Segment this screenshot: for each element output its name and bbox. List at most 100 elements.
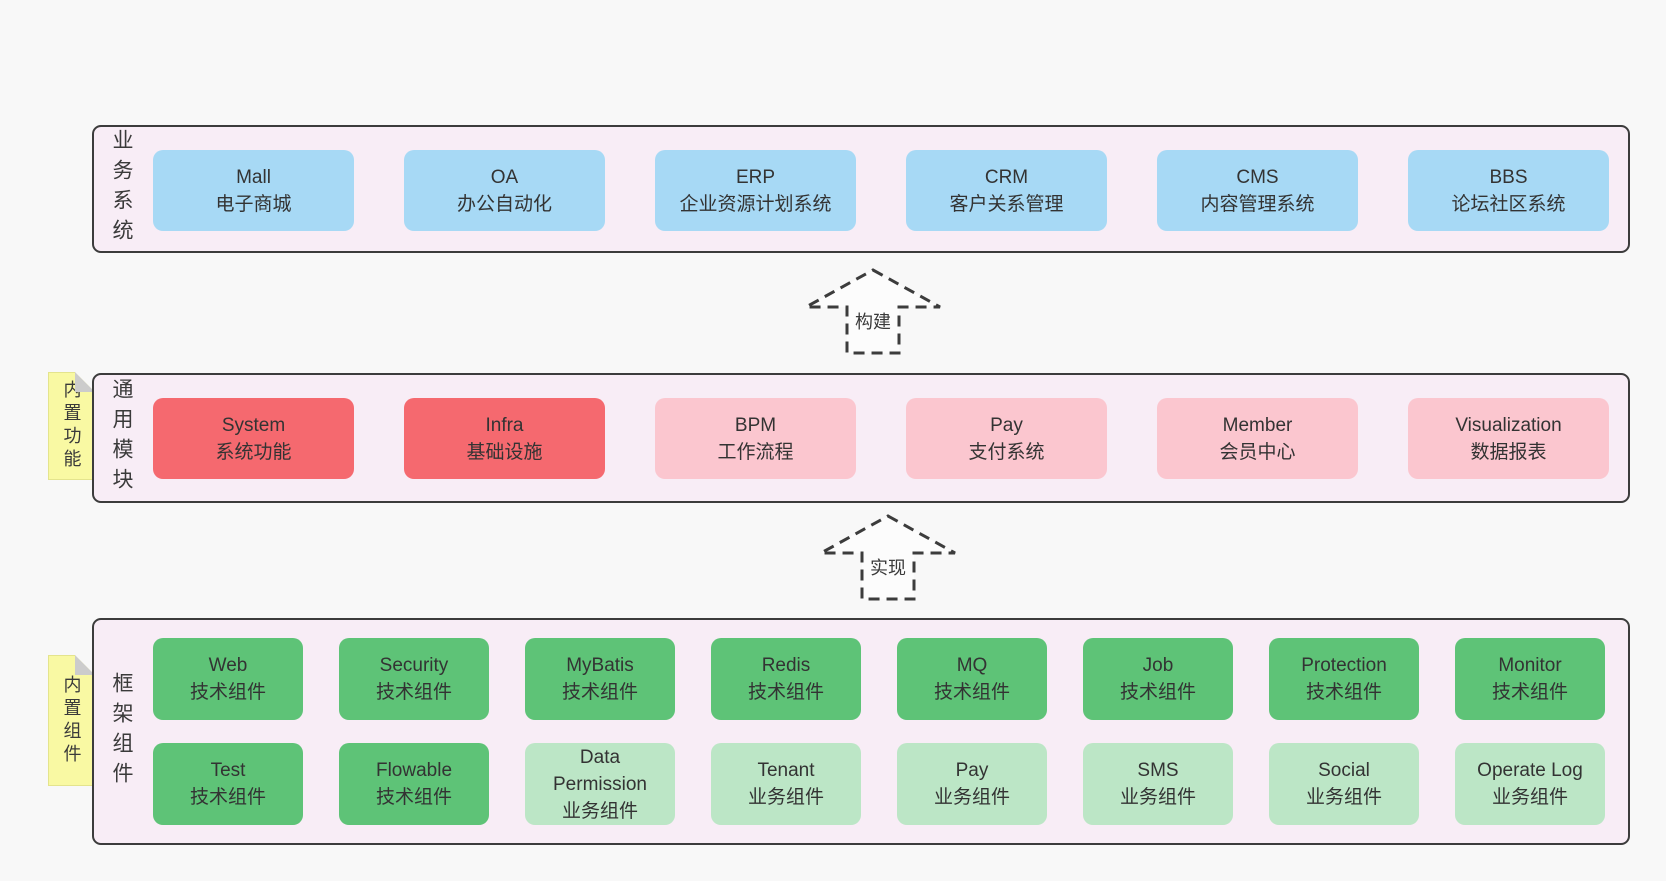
box-pay-system: Pay 支付系统: [906, 398, 1107, 479]
box-title: MyBatis: [566, 655, 634, 676]
box-title: Protection: [1301, 655, 1387, 676]
note-fold-cut: [75, 372, 95, 392]
box-data-permission: Data Permission 业务组件: [525, 743, 675, 825]
box-title: BPM: [734, 414, 777, 436]
box-member: Member 会员中心: [1157, 398, 1358, 479]
box-visualization: Visualization 数据报表: [1408, 398, 1609, 479]
box-subtitle: 办公自动化: [456, 193, 552, 215]
box-subtitle: 技术组件: [1305, 682, 1382, 703]
box-subtitle: 会员中心: [1219, 441, 1296, 463]
box-title: CRM: [984, 166, 1029, 188]
box-pay-biz: Pay 业务组件: [897, 743, 1047, 825]
modules-boxes-row: System 系统功能 Infra 基础设施 BPM 工作流程 Pay 支付系统…: [153, 398, 1609, 479]
box-subtitle: 业务组件: [561, 800, 638, 822]
box-subtitle: 企业资源计划系统: [679, 193, 832, 215]
note-label: 内置组件: [61, 674, 82, 767]
box-subtitle: 技术组件: [1491, 682, 1568, 703]
box-cms: CMS 内容管理系统: [1157, 150, 1358, 231]
box-title: Security: [379, 655, 449, 676]
box-subtitle: 技术组件: [189, 787, 266, 808]
box-subtitle: 技术组件: [561, 682, 638, 703]
box-title: Tenant: [757, 760, 815, 781]
sticky-note-builtin-components: 内置组件: [48, 655, 95, 786]
note-fold-cut: [75, 655, 95, 675]
box-title: System: [221, 414, 286, 436]
box-erp: ERP 企业资源计划系统: [655, 150, 856, 231]
box-subtitle: 基础设施: [466, 441, 543, 463]
box-subtitle: 技术组件: [375, 682, 452, 703]
panel-label: 通用模块: [110, 378, 133, 498]
sticky-note-builtin-features: 内置功能: [48, 372, 95, 480]
box-social: Social 业务组件: [1269, 743, 1419, 825]
box-flowable: Flowable 技术组件: [339, 743, 489, 825]
box-subtitle: 数据报表: [1470, 441, 1547, 463]
box-mq: MQ 技术组件: [897, 638, 1047, 720]
box-title: ERP: [735, 166, 776, 188]
box-subtitle: 技术组件: [933, 682, 1010, 703]
box-subtitle: 论坛社区系统: [1451, 193, 1566, 215]
box-subtitle: 技术组件: [1119, 682, 1196, 703]
box-title: Flowable: [375, 760, 453, 781]
box-subtitle: 业务组件: [747, 787, 824, 808]
box-sms: SMS 业务组件: [1083, 743, 1233, 825]
biz-components-row: Test 技术组件 Flowable 技术组件 Data Permission …: [153, 743, 1605, 825]
box-title: Web: [208, 655, 248, 676]
box-title: Infra: [485, 414, 524, 436]
box-job: Job 技术组件: [1083, 638, 1233, 720]
box-security: Security 技术组件: [339, 638, 489, 720]
panel-business-systems: 业务系统 Mall 电子商城 OA 办公自动化 ERP 企业资源计划系统 CRM…: [92, 125, 1630, 253]
panel-framework-components: 框架组件 Web 技术组件 Security 技术组件 MyBatis 技术组件…: [92, 618, 1630, 845]
box-subtitle: 系统功能: [215, 441, 292, 463]
box-redis: Redis 技术组件: [711, 638, 861, 720]
box-title: Pay: [990, 414, 1023, 436]
box-subtitle: 电子商城: [215, 193, 292, 215]
arrow-label: 实现: [870, 558, 906, 578]
box-subtitle: 支付系统: [968, 441, 1045, 463]
box-tenant: Tenant 业务组件: [711, 743, 861, 825]
box-title: Mall: [236, 166, 271, 188]
arrow-label: 构建: [855, 312, 891, 332]
box-title: Job: [1142, 655, 1174, 676]
box-subtitle: 内容管理系统: [1200, 193, 1315, 215]
box-protection: Protection 技术组件: [1269, 638, 1419, 720]
dashed-up-arrow-icon: 构建: [805, 268, 941, 355]
business-boxes-row: Mall 电子商城 OA 办公自动化 ERP 企业资源计划系统 CRM 客户关系…: [153, 150, 1609, 231]
tech-components-row: Web 技术组件 Security 技术组件 MyBatis 技术组件 Redi…: [153, 638, 1605, 720]
box-subtitle: 业务组件: [1491, 787, 1568, 808]
box-title: Monitor: [1498, 655, 1562, 676]
box-subtitle: 业务组件: [1305, 787, 1382, 808]
box-title: SMS: [1137, 760, 1179, 781]
box-system: System 系统功能: [153, 398, 354, 479]
box-subtitle: 客户关系管理: [949, 193, 1064, 215]
box-title: Test: [210, 760, 246, 781]
box-title: Pay: [955, 760, 989, 781]
panel-common-modules: 通用模块 System 系统功能 Infra 基础设施 BPM 工作流程 Pay…: [92, 373, 1630, 503]
box-title: Operate Log: [1477, 760, 1583, 781]
box-title: MQ: [956, 655, 988, 676]
box-subtitle: 工作流程: [717, 441, 794, 463]
box-infra: Infra 基础设施: [404, 398, 605, 479]
note-label: 内置功能: [61, 380, 82, 472]
arrow-build: 构建: [803, 268, 943, 361]
box-mybatis: MyBatis 技术组件: [525, 638, 675, 720]
box-bpm: BPM 工作流程: [655, 398, 856, 479]
box-subtitle: 技术组件: [747, 682, 824, 703]
dashed-up-arrow-icon: 实现: [820, 514, 956, 601]
box-mall: Mall 电子商城: [153, 150, 354, 231]
panel-label: 框架组件: [110, 671, 133, 792]
box-subtitle: 技术组件: [375, 787, 452, 808]
box-bbs: BBS 论坛社区系统: [1408, 150, 1609, 231]
panel-label: 业务系统: [110, 129, 133, 249]
box-operate-log: Operate Log 业务组件: [1455, 743, 1605, 825]
box-title: Data Permission: [553, 746, 647, 795]
box-crm: CRM 客户关系管理: [906, 150, 1107, 231]
box-subtitle: 技术组件: [189, 682, 266, 703]
box-title: Member: [1222, 414, 1293, 436]
box-oa: OA 办公自动化: [404, 150, 605, 231]
arrow-implement: 实现: [818, 514, 958, 607]
box-monitor: Monitor 技术组件: [1455, 638, 1605, 720]
box-web: Web 技术组件: [153, 638, 303, 720]
box-subtitle: 业务组件: [1119, 787, 1196, 808]
box-title: Social: [1318, 760, 1370, 781]
box-title: BBS: [1489, 166, 1528, 188]
